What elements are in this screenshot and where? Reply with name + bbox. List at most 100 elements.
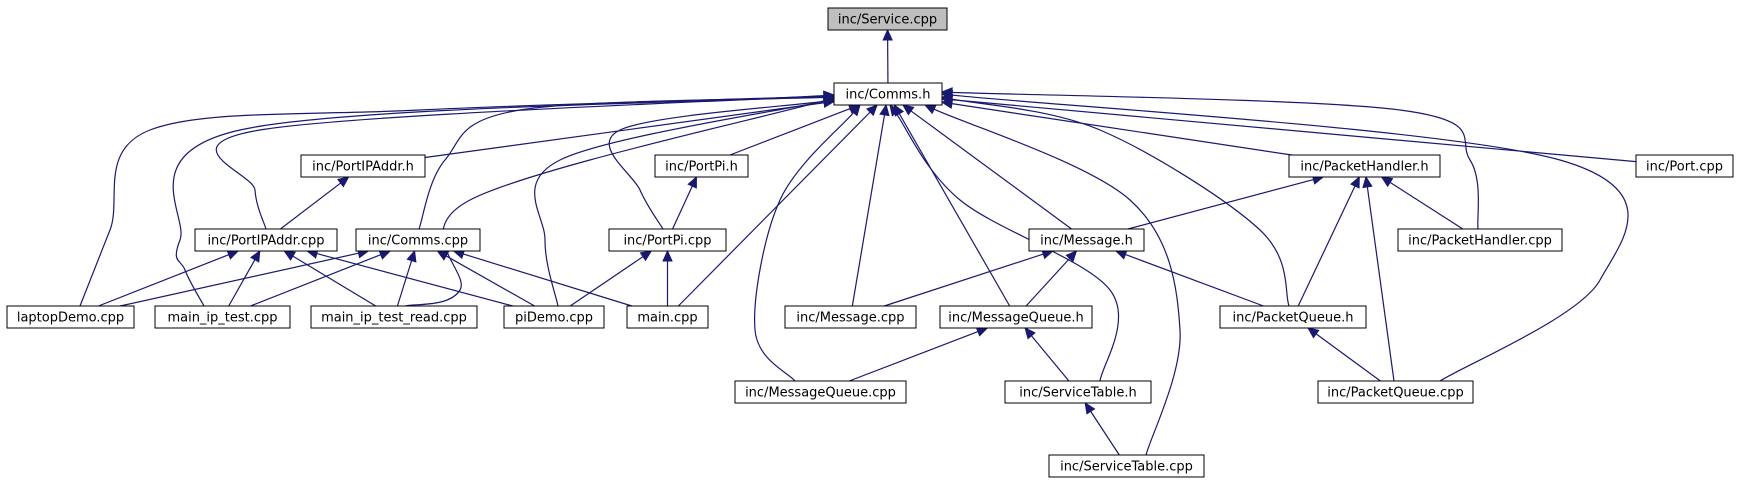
node-label: inc/PacketQueue.h [1233,311,1354,326]
node-label: inc/Message.cpp [796,311,904,326]
edge-packethandler_cpp-to-packethandler_h [1380,176,1464,230]
node-laptopdemo-cpp[interactable]: laptopDemo.cpp [6,305,135,329]
edge-line [292,255,377,307]
edge-line [1030,335,1070,382]
edge-line [672,185,693,230]
node-box [608,228,727,252]
edge-line [569,256,644,307]
edge-line [534,100,825,307]
edge-portipaddr_cpp-to-portipaddr_h [280,176,350,230]
edge-arrowhead [1084,401,1096,415]
edge-line [1366,186,1395,382]
node-box [833,82,943,106]
node-box [355,228,481,252]
edge-arrowhead [226,249,240,260]
node-label: inc/PortIPAddr.cpp [207,234,324,249]
node-label: inc/Port.cpp [1646,160,1723,175]
node-box [6,305,135,329]
edge-main_ip_test_cpp-to-portipaddr_cpp [228,249,261,307]
edge-arrowhead [849,104,861,117]
edge-line [250,254,381,307]
node-portpi-h[interactable]: inc/PortPi.h [654,154,749,178]
edge-pidemo_cpp-to-portpi_cpp [569,250,653,307]
node-label: inc/MessageQueue.cpp [745,386,896,401]
edge-arrowhead [1307,327,1320,339]
edge-pidemo_cpp-to-comms_cpp [436,250,535,307]
edge-arrowhead [1024,327,1036,340]
node-main-ip-test-read-cpp[interactable]: main_ip_test_read.cpp [310,305,478,329]
edge-line [280,182,341,230]
node-box [1397,228,1563,252]
node-comms-cpp[interactable]: inc/Comms.cpp [355,228,481,252]
edge-line [1389,181,1464,230]
edge-arrowhead [687,175,697,189]
node-packetqueue-h[interactable]: inc/PacketQueue.h [1219,305,1367,329]
node-box [194,228,338,252]
edge-arrowhead [662,249,673,262]
node-box [626,305,709,329]
edge-comms_h-to-service_cpp [882,28,893,84]
node-box [300,154,426,178]
node-label: inc/Service.cpp [838,13,937,28]
node-messagequeue-cpp[interactable]: inc/MessageQueue.cpp [734,380,907,404]
edge-packetqueue_h-to-message_h [1114,249,1264,307]
edge-arrowhead [1114,249,1128,260]
node-label: inc/Comms.h [846,88,931,103]
edge-arrowhead [1362,175,1373,189]
graph-edges [79,28,1637,456]
node-box [154,305,291,329]
node-service-cpp[interactable]: inc/Service.cpp [827,7,948,31]
node-port-cpp[interactable]: inc/Port.cpp [1635,154,1734,178]
node-label: inc/PortIPAddr.h [312,160,414,175]
node-label: inc/ServiceTable.cpp [1060,460,1193,475]
edge-line [404,100,825,307]
node-messagequeue-h[interactable]: inc/MessageQueue.h [939,305,1093,329]
edge-line [215,95,825,230]
node-label: main.cpp [637,311,697,326]
edge-line [120,252,359,307]
node-packetqueue-cpp[interactable]: inc/PacketQueue.cpp [1317,380,1474,404]
node-servicetable-h[interactable]: inc/ServiceTable.h [1004,380,1152,404]
edge-packetqueue_cpp-to-comms_h [940,89,1629,382]
edge-line [898,113,1011,307]
node-label: main_ip_test.cpp [167,311,277,326]
node-label: inc/ServiceTable.h [1019,386,1136,401]
edge-line [1025,257,1071,307]
edge-arrowhead [639,250,653,262]
edge-main_cpp-to-portpi_cpp [662,249,673,306]
node-message-h[interactable]: inc/Message.h [1028,228,1145,252]
edge-line [884,253,1044,307]
node-portpi-cpp[interactable]: inc/PortPi.cpp [608,228,727,252]
edge-line [951,94,1629,382]
edge-arrowhead [378,249,392,260]
edge-line [463,253,633,307]
node-main-cpp[interactable]: main.cpp [626,305,709,329]
edge-packethandler_h-to-comms_h [940,98,1292,156]
edge-port_cpp-to-comms_h [940,94,1637,163]
edge-arrowhead [879,103,890,117]
node-label: main_ip_test_read.cpp [321,311,467,326]
edge-comms_cpp-to-comms_h [418,92,836,230]
edge-message_h-to-comms_h [901,104,1072,230]
node-servicetable-cpp[interactable]: inc/ServiceTable.cpp [1048,454,1205,478]
edge-messagequeue_h-to-message_h [1025,250,1078,307]
node-portipaddr-h[interactable]: inc/PortIPAddr.h [300,154,426,178]
edge-line [677,111,871,307]
node-packethandler-cpp[interactable]: inc/PacketHandler.cpp [1397,228,1563,252]
node-label: inc/MessageQueue.h [948,311,1083,326]
node-box [939,305,1093,329]
node-main-ip-test-cpp[interactable]: main_ip_test.cpp [154,305,291,329]
node-label: inc/PacketQueue.cpp [1327,386,1463,401]
edge-line [1090,411,1120,456]
node-box [1635,154,1734,178]
node-message-cpp[interactable]: inc/Message.cpp [784,305,917,329]
node-box [1028,228,1145,252]
node-comms-h[interactable]: inc/Comms.h [833,82,943,106]
edge-arrowhead [901,104,915,116]
edge-line [228,259,256,307]
edge-line [910,110,1072,230]
node-portipaddr-cpp[interactable]: inc/PortIPAddr.cpp [194,228,338,252]
node-packethandler-h[interactable]: inc/PacketHandler.h [1288,154,1441,178]
node-pidemo-cpp[interactable]: piDemo.cpp [503,305,605,329]
